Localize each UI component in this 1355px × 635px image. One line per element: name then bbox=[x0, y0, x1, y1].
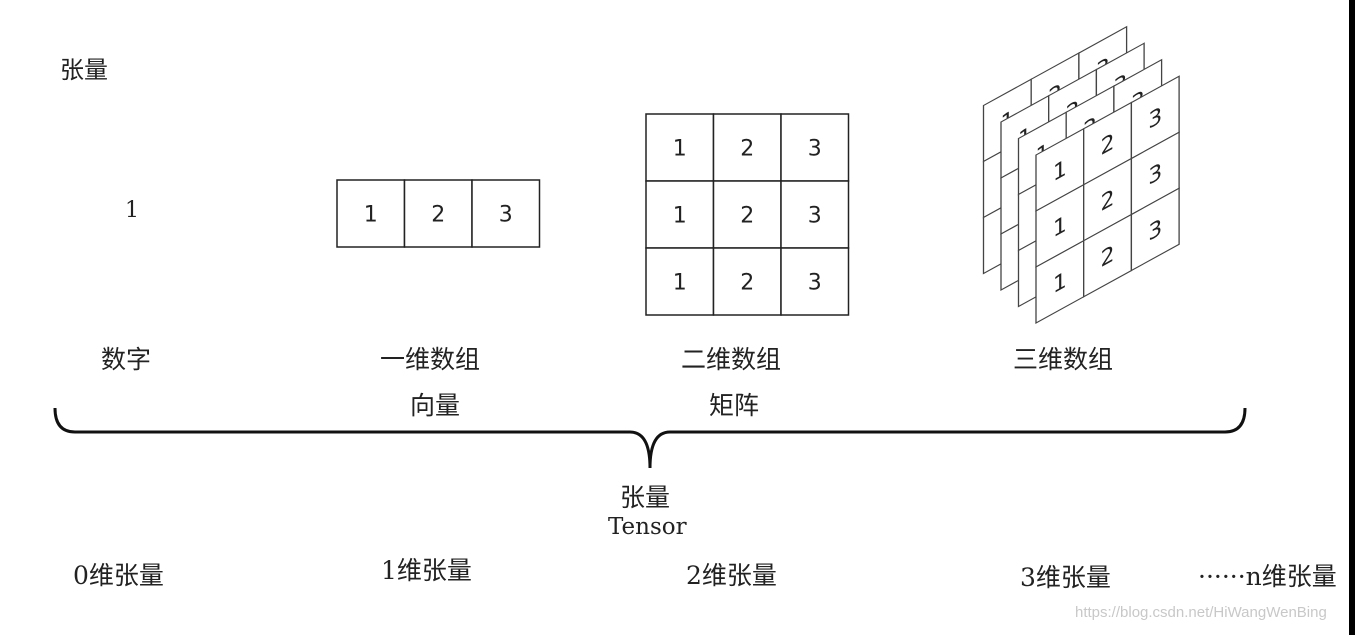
matrix-grid: 1 2 3 1 2 3 1 2 3 bbox=[645, 113, 850, 316]
tensor3d-cell-value: 1 bbox=[1053, 210, 1067, 244]
tensor3d-cell bbox=[1130, 187, 1180, 272]
dim0-label: 0维张量 bbox=[73, 561, 164, 590]
tensor3d-cell-value: 2 bbox=[1101, 239, 1115, 273]
matrix-cell-value: 3 bbox=[808, 204, 822, 229]
tensor3d-cell-value: 1 bbox=[1053, 266, 1067, 300]
matrix-cell bbox=[645, 247, 715, 316]
matrix-cell-value: 3 bbox=[808, 271, 822, 296]
tensor3d-cell-value: 3 bbox=[1148, 157, 1162, 191]
scalar-label: 数字 bbox=[101, 345, 152, 374]
matrix-cell bbox=[712, 113, 782, 182]
matrix-alias: 矩阵 bbox=[709, 391, 760, 420]
tensor3d-cell-value: 1 bbox=[1053, 154, 1067, 188]
vector-cell-value: 3 bbox=[499, 203, 513, 228]
tensor3d-cell-value: 2 bbox=[1101, 127, 1115, 161]
vector-alias: 向量 bbox=[410, 391, 461, 420]
page-title: 张量 bbox=[60, 56, 108, 84]
matrix-cell-value: 1 bbox=[673, 204, 687, 229]
matrix-cell-value: 2 bbox=[740, 137, 754, 162]
matrix-cell-value: 1 bbox=[673, 137, 687, 162]
tensor3d-cell-value: 3 bbox=[1148, 213, 1162, 247]
matrix-cell bbox=[780, 247, 850, 316]
curly-brace bbox=[53, 407, 1247, 469]
scalar-value: 1 bbox=[125, 198, 139, 223]
matrix-label: 二维数组 bbox=[681, 345, 782, 374]
dim1-label: 1维张量 bbox=[381, 556, 472, 585]
dimn-label: ······n维张量 bbox=[1198, 562, 1337, 591]
matrix-cell-value: 3 bbox=[808, 137, 822, 162]
matrix-cell-value: 2 bbox=[740, 271, 754, 296]
brace-label-en: Tensor bbox=[608, 514, 687, 540]
tensor3d-label: 三维数组 bbox=[1013, 345, 1114, 374]
watermark: https://blog.csdn.net/HiWangWenBing bbox=[1075, 604, 1327, 621]
matrix-cell-value: 1 bbox=[673, 271, 687, 296]
matrix-cell bbox=[780, 180, 850, 249]
dim2-label: 2维张量 bbox=[686, 561, 777, 590]
matrix-cell-value: 2 bbox=[740, 204, 754, 229]
vector-cell-value: 2 bbox=[431, 203, 445, 228]
vector-cell-value: 1 bbox=[364, 203, 378, 228]
matrix-cell bbox=[645, 113, 715, 182]
dim3-label: 3维张量 bbox=[1020, 563, 1111, 592]
tensor3d-cell-value: 2 bbox=[1101, 183, 1115, 217]
vector-grid: 1 2 3 bbox=[336, 179, 541, 248]
vector-cell bbox=[403, 179, 473, 248]
brace-label: 张量 bbox=[620, 483, 671, 512]
vector-label: 一维数组 bbox=[380, 345, 481, 374]
tensor3d-cell-value: 3 bbox=[1148, 101, 1162, 135]
vector-cell bbox=[471, 179, 541, 248]
matrix-cell bbox=[712, 180, 782, 249]
tensor3d-stack: 123123123123123123123123123123123123 bbox=[982, 25, 1180, 325]
vector-cell bbox=[336, 179, 406, 248]
window-edge bbox=[1349, 0, 1355, 635]
